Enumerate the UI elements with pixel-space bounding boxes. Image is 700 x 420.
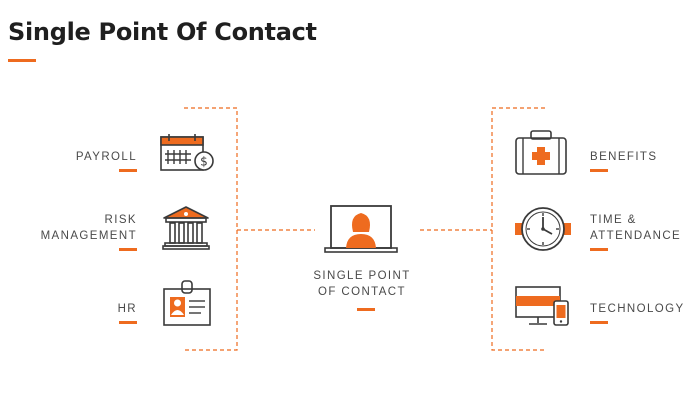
- page-title: Single Point Of Contact: [8, 18, 317, 46]
- bank-building-icon: [162, 206, 210, 250]
- center-label-bar: [357, 308, 375, 311]
- label-technology: TECHNOLOGY: [590, 303, 685, 315]
- label-payroll: PAYROLL: [75, 151, 137, 163]
- label-risk-management: RISK MANAGEMENT: [40, 214, 137, 242]
- label-bar: [119, 321, 137, 324]
- title-underline: [8, 59, 36, 62]
- devices-icon: [515, 286, 569, 326]
- laptop-person-icon: [324, 205, 398, 253]
- label-bar: [590, 321, 608, 324]
- label-benefits: BENEFITS: [590, 151, 658, 163]
- medical-kit-icon: [515, 130, 567, 175]
- label-time-attendance: TIME & ATTENDANCE: [590, 214, 682, 242]
- label-bar: [590, 248, 608, 251]
- label-hr: HR: [117, 303, 137, 315]
- label-bar: [119, 169, 137, 172]
- clock-icon: [515, 207, 571, 251]
- svg-text:$: $: [200, 155, 208, 169]
- label-bar: [590, 169, 608, 172]
- id-badge-icon: [163, 280, 211, 326]
- label-bar: [119, 248, 137, 251]
- payroll-calendar-icon: $: [160, 134, 214, 171]
- center-label: SINGLE POINT OF CONTACT: [313, 270, 411, 298]
